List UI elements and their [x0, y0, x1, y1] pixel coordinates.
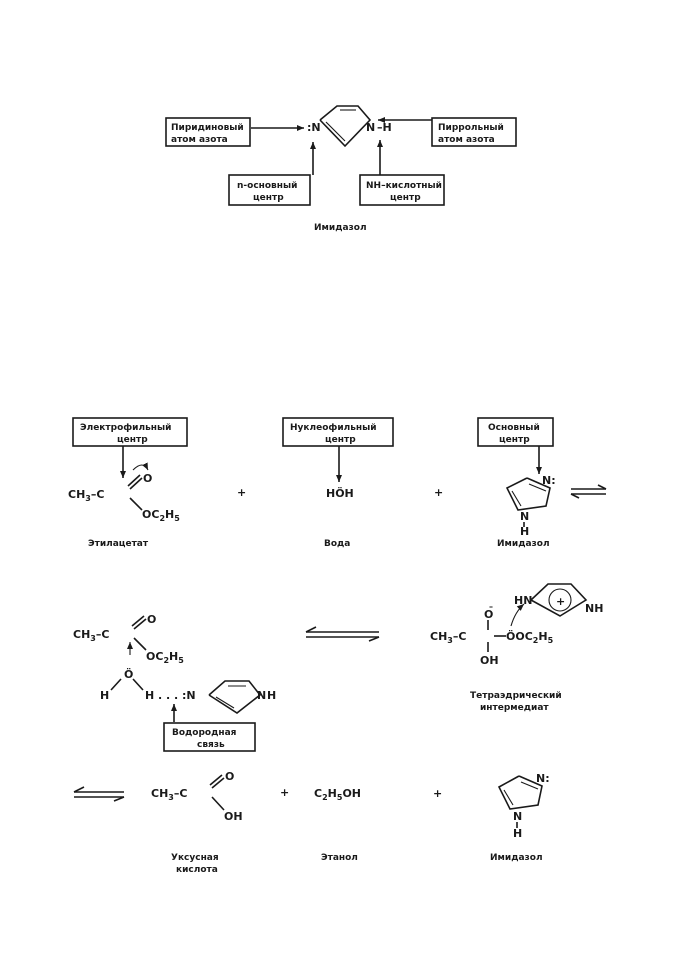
hydrolysis-mechanism: Электрофильный центр Нуклеофильный центр… — [68, 417, 607, 875]
imidazole-structure-diagram: Пиридиновый атом азота :N N –H Пиррольны… — [165, 105, 517, 233]
hydrogen-bond-label-1: Водородная — [172, 728, 237, 738]
svg-text:N:: N: — [536, 772, 550, 785]
svg-text:O: O — [143, 472, 152, 485]
ethanol-formula: C2H5OH — [314, 787, 361, 802]
plus-3: + — [280, 786, 289, 799]
svg-text:NH: NH — [585, 602, 603, 615]
tetrahedral-label-1: Тетраэдрический — [470, 691, 562, 701]
nucleophilic-center-label-2: центр — [325, 435, 356, 445]
tetrahedral-intermediate: O – CH3–C ÖOC2H5 OH HN + NH — [430, 583, 603, 667]
name-acetic-acid-2: кислота — [176, 865, 218, 875]
svg-text:H: H — [267, 689, 276, 702]
pyridine-nitrogen-box — [165, 117, 251, 147]
name-acetic-acid-1: Уксусная — [171, 853, 219, 863]
svg-text:N: N — [520, 510, 529, 523]
hydrogen-bond-label-2: связь — [197, 740, 225, 750]
svg-text:ÖOC2H5: ÖOC2H5 — [506, 629, 554, 645]
nh-acid-center-label-2: центр — [390, 193, 421, 203]
plus-1: + — [237, 486, 246, 499]
acetic-acid-structure: CH3–C O OH — [151, 770, 243, 823]
pyrrole-nitrogen-label-1: Пиррольный — [438, 123, 504, 133]
svg-text:O: O — [225, 770, 234, 783]
n-basic-center-label-2: центр — [253, 193, 284, 203]
svg-text:OH: OH — [224, 810, 243, 823]
svg-text:OC2H5: OC2H5 — [146, 650, 184, 665]
n-basic-center-box — [228, 174, 311, 206]
electrophilic-center-label-2: центр — [117, 435, 148, 445]
imidazole-ring-top: :N N –H — [307, 105, 392, 148]
svg-text:H: H — [520, 525, 529, 538]
basic-center-box — [477, 417, 554, 447]
nucleophilic-center-label-1: Нуклеофильный — [290, 423, 377, 433]
nh-acid-center-label-1: NH–кислотный — [366, 181, 442, 191]
basic-center-label-1: Основный — [488, 423, 540, 433]
ethyl-acetate-structure: CH3–C O OC2H5 — [68, 462, 180, 523]
svg-text:O: O — [147, 613, 156, 626]
svg-text:CH3–C: CH3–C — [68, 488, 104, 503]
top-caption: Имидазол — [314, 223, 367, 233]
name-imidazole-2: Имидазол — [490, 853, 543, 863]
svg-text:CH3–C: CH3–C — [430, 630, 466, 645]
svg-text:OC2H5: OC2H5 — [142, 508, 180, 523]
name-ethyl-acetate: Этилацетат — [88, 539, 149, 549]
svg-text:N: N — [257, 689, 266, 702]
svg-text:O: O — [484, 608, 493, 621]
svg-text:OH: OH — [480, 654, 499, 667]
hydrogen-bond-box — [163, 722, 256, 752]
tetrahedral-label-2: интермедиат — [480, 703, 549, 713]
equilibrium-arrow-3 — [73, 786, 125, 802]
hbond-dots: . . . :N — [158, 689, 196, 702]
electrophilic-center-box — [72, 417, 188, 447]
ester-water-complex: CH3–C O OC2H5 Ö H H . . . :N N H — [73, 613, 276, 722]
plus-4: + — [433, 787, 442, 800]
ring-nh-hydrogen: –H — [377, 121, 392, 134]
svg-text:Ö: Ö — [124, 667, 133, 681]
nh-acid-center-box — [359, 174, 445, 206]
basic-center-label-2: центр — [499, 435, 530, 445]
svg-text:CH3–C: CH3–C — [73, 628, 109, 643]
complex-h-mid: H — [145, 689, 154, 702]
pyridine-nitrogen-label-2: атом азота — [171, 135, 228, 145]
n-basic-center-label-1: n-основный — [237, 181, 297, 191]
imidazole-ring-2: N: N H — [497, 772, 550, 840]
svg-text:+: + — [556, 595, 565, 608]
name-imidazole-1: Имидазол — [497, 539, 550, 549]
nucleophilic-center-box — [282, 417, 394, 447]
plus-2: + — [434, 486, 443, 499]
svg-text:N: N — [513, 810, 522, 823]
pyrrole-nitrogen-label-2: атом азота — [438, 135, 495, 145]
ring-pyrrole-n: N — [366, 121, 375, 134]
pyrrole-nitrogen-box — [431, 117, 517, 147]
name-ethanol: Этанол — [321, 853, 358, 863]
ring-pyridine-n: :N — [307, 121, 321, 134]
pyridine-nitrogen-label-1: Пиридиновый — [171, 123, 244, 133]
equilibrium-arrow-2 — [305, 626, 380, 642]
water-formula: HÖH — [326, 486, 354, 500]
svg-text:H: H — [513, 827, 522, 840]
complex-h-left: H — [100, 689, 109, 702]
electrophilic-center-label-1: Электрофильный — [80, 423, 171, 433]
svg-text:HN: HN — [514, 594, 532, 607]
svg-text:–: – — [489, 602, 493, 611]
name-water: Вода — [324, 539, 350, 549]
svg-text:N:: N: — [542, 474, 556, 487]
equilibrium-arrow-1 — [570, 484, 607, 499]
imidazole-ring-1: N: N H — [505, 474, 556, 538]
svg-text:CH3–C: CH3–C — [151, 787, 187, 802]
